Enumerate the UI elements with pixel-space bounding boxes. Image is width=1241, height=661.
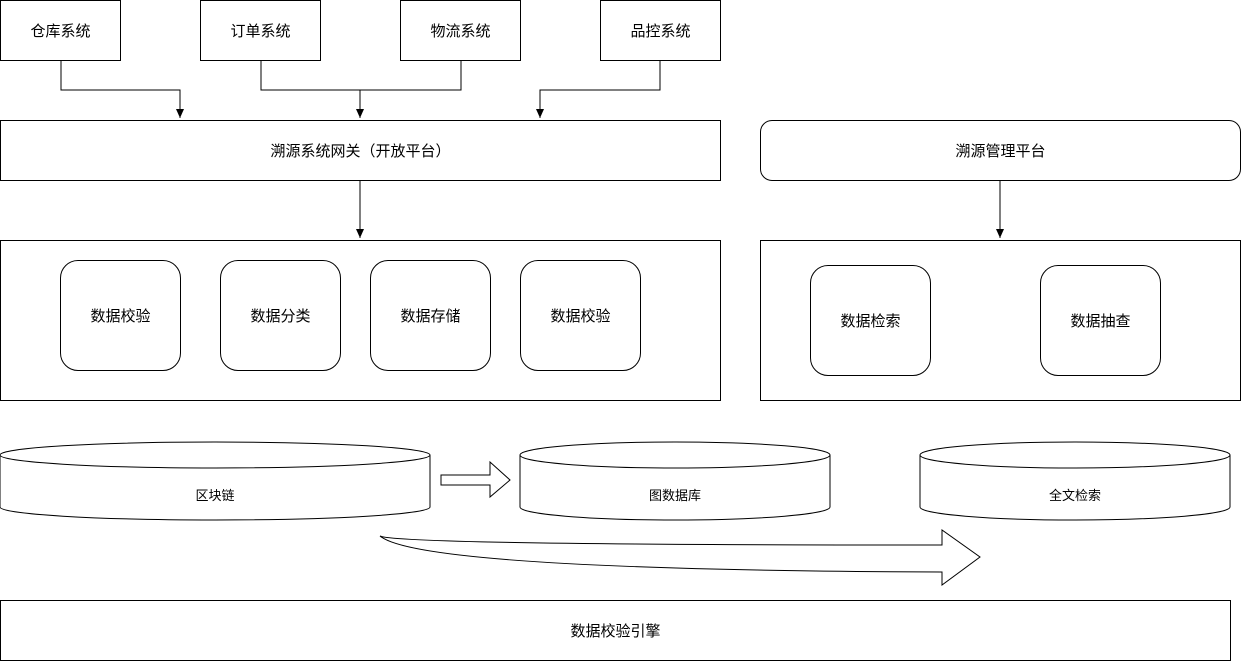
- management-platform-box[interactable]: 溯源管理平台: [760, 120, 1241, 181]
- source-warehouse-system[interactable]: 仓库系统: [0, 0, 121, 61]
- source-order-system[interactable]: 订单系统: [200, 0, 321, 61]
- module-data-store[interactable]: 数据存储: [370, 260, 491, 371]
- curved-arrow-blockchain-fulltext: [379, 529, 981, 586]
- module-data-search[interactable]: 数据检索: [810, 265, 931, 376]
- module-data-classify[interactable]: 数据分类: [220, 260, 341, 371]
- cylinder-graph-db: [519, 441, 831, 521]
- connector-qc-gateway: [536, 60, 661, 118]
- module-data-verify-1[interactable]: 数据校验: [60, 260, 181, 371]
- cylinder-fulltext: [919, 441, 1231, 521]
- connector-logistics-gateway: [360, 60, 462, 91]
- source-qc-system[interactable]: 品控系统: [600, 0, 721, 61]
- gateway-box[interactable]: 溯源系统网关（开放平台）: [0, 120, 721, 181]
- module-data-verify-2[interactable]: 数据校验: [520, 260, 641, 371]
- source-logistics-system[interactable]: 物流系统: [400, 0, 521, 61]
- fulltext-label: 全文检索: [1048, 489, 1101, 504]
- verification-engine-box[interactable]: 数据校验引擎: [0, 600, 1231, 661]
- graph-db-label: 图数据库: [648, 489, 701, 504]
- cylinder-blockchain: [0, 441, 431, 521]
- block-arrow-blockchain-graph: [440, 460, 511, 499]
- blockchain-label: 区块链: [195, 489, 235, 504]
- connector-warehouse-gateway: [60, 60, 184, 118]
- connector-order-gateway: [260, 60, 364, 118]
- module-data-spot-check[interactable]: 数据抽查: [1040, 265, 1161, 376]
